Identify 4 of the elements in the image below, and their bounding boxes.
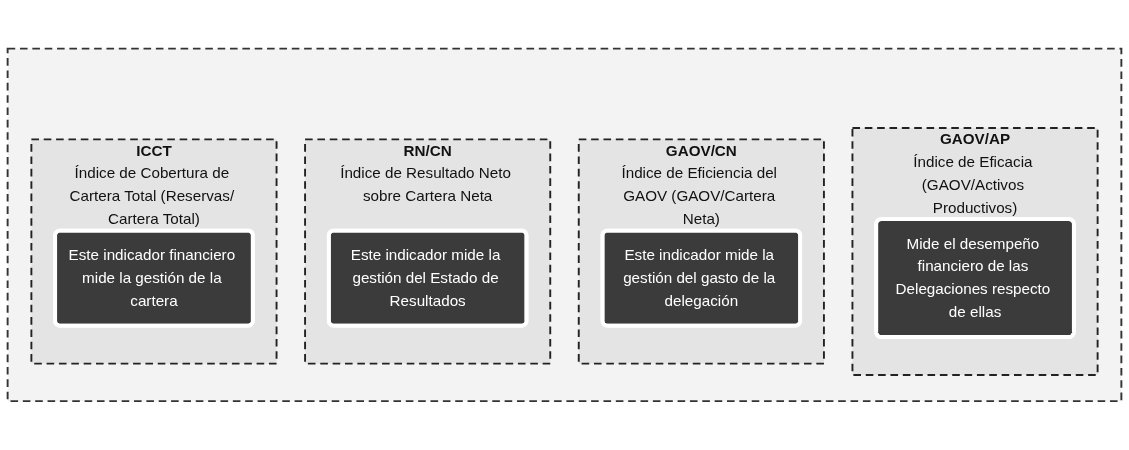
cluster: [851, 127, 1099, 377]
cluster: [304, 138, 552, 365]
cluster: [577, 138, 825, 365]
cluster: [30, 138, 278, 365]
